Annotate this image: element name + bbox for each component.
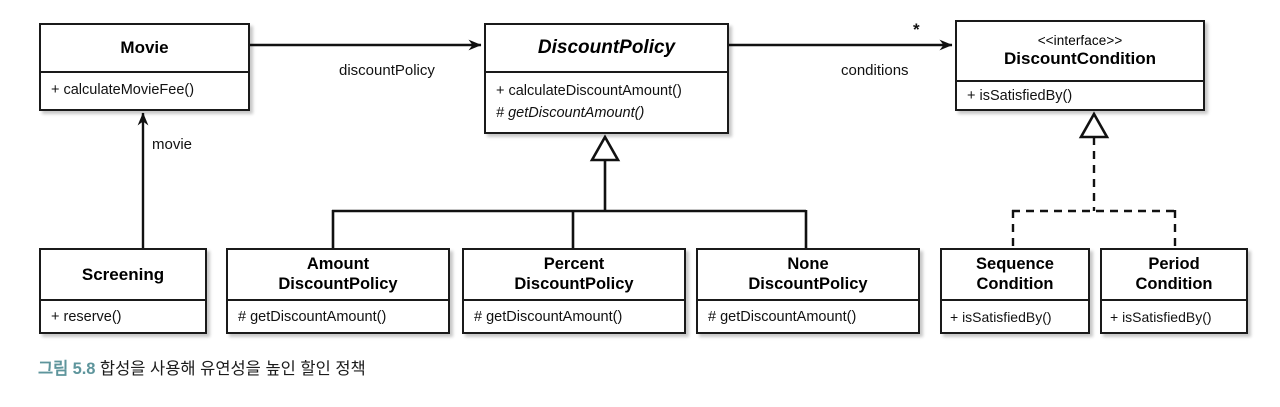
operation-item: # getDiscountAmount()	[474, 308, 623, 325]
operation-item: + isSatisfiedBy()	[1110, 309, 1212, 326]
edge-label-movie: movie	[152, 136, 193, 153]
class-box-amount-discount-policy[interactable]: Amount DiscountPolicy # getDiscountAmoun…	[226, 248, 450, 334]
class-name-line2: DiscountPolicy	[748, 274, 868, 293]
operation-item: # getDiscountAmount()	[496, 104, 645, 121]
figure-caption: 그림 5.8 합성을 사용해 유연성을 높인 할인 정책	[38, 355, 366, 379]
class-box-period-condition[interactable]: Period Condition + isSatisfiedBy()	[1100, 248, 1248, 334]
edge-multiplicity-star: *	[913, 20, 920, 39]
class-box-percent-discount-policy[interactable]: Percent DiscountPolicy # getDiscountAmou…	[462, 248, 686, 334]
stereotype-interface: <<interface>>	[1037, 33, 1123, 49]
class-name-percent-discount-policy: Percent DiscountPolicy	[464, 250, 684, 301]
class-box-none-discount-policy[interactable]: None DiscountPolicy # getDiscountAmount(…	[696, 248, 920, 334]
class-box-discount-policy[interactable]: DiscountPolicy + calculateDiscountAmount…	[484, 23, 729, 134]
class-name-sequence-condition: Sequence Condition	[942, 250, 1088, 301]
generalization-triangle-icon	[589, 134, 621, 162]
class-name-period-condition: Period Condition	[1102, 250, 1246, 301]
operation-item: + isSatisfiedBy()	[967, 87, 1073, 104]
operation-item: + isSatisfiedBy()	[950, 309, 1052, 326]
class-box-sequence-condition[interactable]: Sequence Condition + isSatisfiedBy()	[940, 248, 1090, 334]
class-name-screening: Screening	[41, 250, 205, 301]
class-box-discount-condition[interactable]: <<interface>> DiscountCondition + isSati…	[955, 20, 1205, 111]
class-name-line2: DiscountPolicy	[278, 274, 398, 293]
class-name-amount-discount-policy: Amount DiscountPolicy	[228, 250, 448, 301]
class-name-movie: Movie	[41, 25, 248, 73]
figure-caption-text: 합성을 사용해 유연성을 높인 할인 정책	[99, 360, 366, 378]
edge-label-conditions: conditions	[841, 62, 909, 79]
class-name-line2: Condition	[976, 274, 1054, 293]
edge-generalization-discountpolicy	[331, 134, 808, 249]
figure-number: 그림 5.8	[38, 360, 96, 378]
class-name-discount-policy: DiscountPolicy	[486, 25, 727, 73]
class-name-discount-condition: <<interface>> DiscountCondition	[957, 22, 1203, 82]
operation-item: # getDiscountAmount()	[708, 308, 857, 325]
realization-triangle-icon	[1078, 111, 1110, 139]
class-name-line1: Period	[1148, 255, 1200, 274]
operation-item: # getDiscountAmount()	[238, 308, 387, 325]
class-name-line2: Condition	[1135, 274, 1213, 293]
class-name-line1: Sequence	[976, 255, 1054, 274]
edge-realization-discountcondition	[1011, 111, 1177, 249]
class-name-line2: DiscountPolicy	[514, 274, 634, 293]
class-box-screening[interactable]: Screening + reserve()	[39, 248, 207, 334]
edge-label-discountpolicy: discountPolicy	[339, 62, 435, 79]
operation-item: + calculateMovieFee()	[51, 82, 195, 99]
class-name-line1: Amount	[306, 255, 370, 274]
class-box-movie[interactable]: Movie + calculateMovieFee()	[39, 23, 250, 111]
operation-item: + reserve()	[51, 308, 122, 325]
class-name-line1: Percent	[543, 255, 605, 274]
class-name-none-discount-policy: None DiscountPolicy	[698, 250, 918, 301]
class-name-text: DiscountCondition	[1003, 48, 1157, 68]
operation-item: + calculateDiscountAmount()	[496, 83, 682, 100]
class-name-line1: None	[787, 255, 829, 274]
